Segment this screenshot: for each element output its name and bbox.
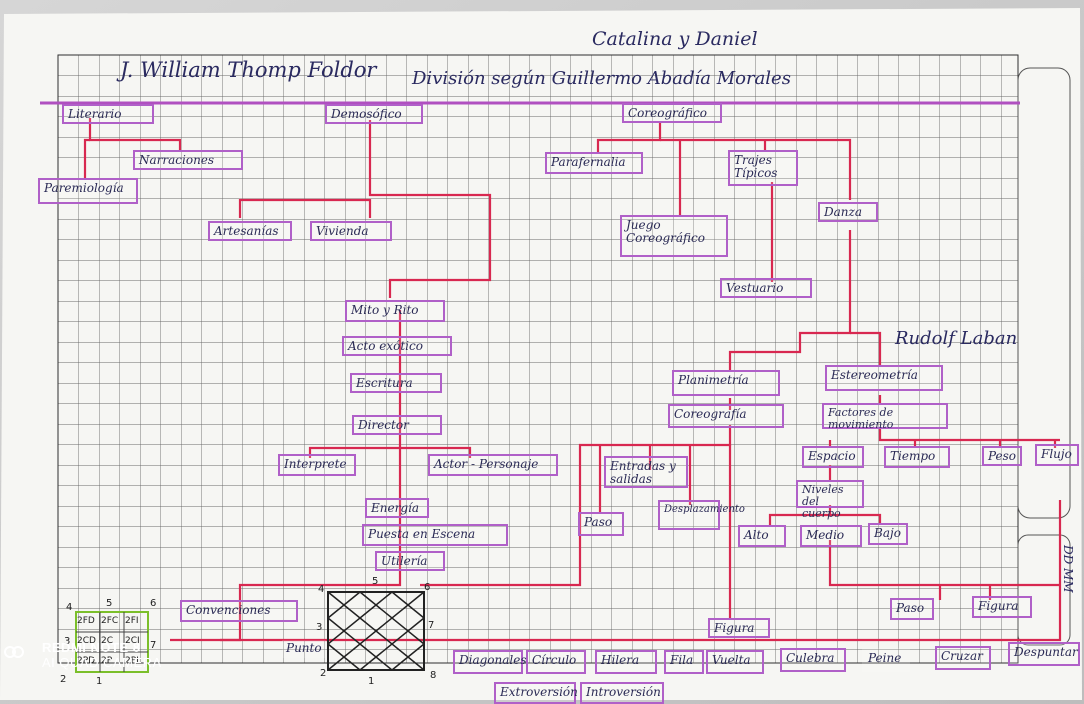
vivienda-box: Vivienda [310,221,392,241]
desplazamiento-box: Desplazamiento [658,500,745,530]
stage-number-label: 6 [150,598,157,609]
stage-code-cell: 2FD [77,616,95,626]
convenciones-box: Convenciones [180,600,298,622]
coreografico-box: Coreográfico [622,103,722,123]
figura-right-box: Figura [972,596,1032,618]
circulo-box: Círculo [526,650,586,674]
stage-number-label: 2 [60,674,67,685]
literario-box: Literario [62,104,154,124]
tiempo-box: Tiempo [884,446,950,468]
paso-right-box: Paso [890,598,934,620]
stage-code-cell: 2C [101,636,114,646]
entradas-salidas-box: Entradas y salidas [604,456,688,488]
stage-number-label: 3 [64,636,71,647]
diagonales-box: Diagonales [453,650,527,674]
planimetria-box: Planimetría [672,370,780,396]
artesanias-box: Artesanías [208,221,292,241]
narraciones-box: Narraciones [133,150,243,170]
stage-code-grid [75,611,149,673]
hilera-box: Hilera [595,650,657,674]
puesta-escena-box: Puesta en Escena [362,524,508,546]
vuelta-box: Vuelta [706,650,764,674]
juego-coreografico-box: Juego Coreográfico [620,215,728,257]
stage-number-label: 7 [150,640,157,651]
stage-code-cell: 2PD [77,656,96,666]
estereometria-box: Estereometría [825,365,943,391]
danza-box: Danza [818,202,878,222]
director-box: Director [352,415,442,435]
grid-number-label: 8 [430,670,437,681]
bajo-box: Bajo [868,523,908,545]
stage-code-cell: 2FI [125,616,139,626]
heading-right: División según Guillermo Abadía Morales [412,68,791,89]
camera-watermark: REDMI NOTE 8 AI QUAD CAMERA [4,640,162,670]
watermark-line-2: AI QUAD CAMERA [42,655,162,670]
mito-rito-box: Mito y Rito [345,300,445,322]
stage-code-cell: 2CI [125,636,140,646]
peine-box: Peine [862,648,910,672]
demosofico-box: Demosófico [325,104,423,124]
top-note: Catalina y Daniel [592,28,758,50]
grid-number-label: 2 [320,668,327,679]
stage-diagram [327,591,425,671]
parafernalia-box: Parafernalia [545,152,643,174]
connector-lines [83,118,1062,642]
energia-box: Energía [365,498,429,518]
stage-number-label: 1 [96,676,103,687]
fila-box: Fila [664,650,704,674]
escritura-box: Escritura [350,373,442,393]
introversion-box: Introversión [580,682,664,704]
actor-personaje-box: Actor - Personaje [428,454,558,476]
figura-center-box: Figura [708,618,770,638]
camera-lens-icon [4,646,24,658]
espacio-box: Espacio [802,446,864,468]
grid-number-label: 3 [316,622,323,633]
rudolf-laban: Rudolf Laban [895,328,1018,349]
paremiologia-box: Paremiología [38,178,138,204]
side-label: DD MM [1061,545,1075,593]
culebra-box: Culebra [780,648,846,672]
despuntar-box: Despuntar [1008,642,1080,666]
grid-number-label: 7 [428,620,435,631]
cruzar-box: Cruzar [935,646,991,670]
grid-number-label: 5 [372,576,379,587]
paso-left-box: Paso [578,512,624,536]
trajes-tipicos-box: Trajes Típicos [728,150,798,186]
niveles-box: Niveles del cuerpo [796,480,864,520]
alto-box: Alto [738,525,786,547]
stage-code-cell: 2P [101,656,113,666]
interprete-box: Interprete [278,454,356,476]
punto-label: Punto [282,640,326,658]
stage-code-cell: 2PI [125,656,139,666]
stage-number-label: 4 [66,602,73,613]
peso-box: Peso [982,446,1022,466]
coreografia-box: Coreografía [668,404,784,428]
grid-number-label: 4 [318,584,325,595]
stage-number-label: 5 [106,598,113,609]
medio-box: Medio [800,525,862,547]
grid-number-label: 6 [424,582,431,593]
acto-exotico-box: Acto exótico [342,336,452,356]
vestuario-box: Vestuario [720,278,812,298]
grid-number-label: 1 [368,676,375,687]
flujo-box: Flujo [1035,444,1079,466]
stage-code-cell: 2FC [101,616,119,626]
stage-code-cell: 2CD [77,636,96,646]
utileria-box: Utilería [375,551,445,571]
watermark-line-1: REDMI NOTE 8 [42,640,141,655]
heading-left: J. William Thomp Foldor [120,58,377,82]
factores-box: Factores de movimiento [822,403,948,431]
extroversion-box: Extroversión [494,682,578,704]
